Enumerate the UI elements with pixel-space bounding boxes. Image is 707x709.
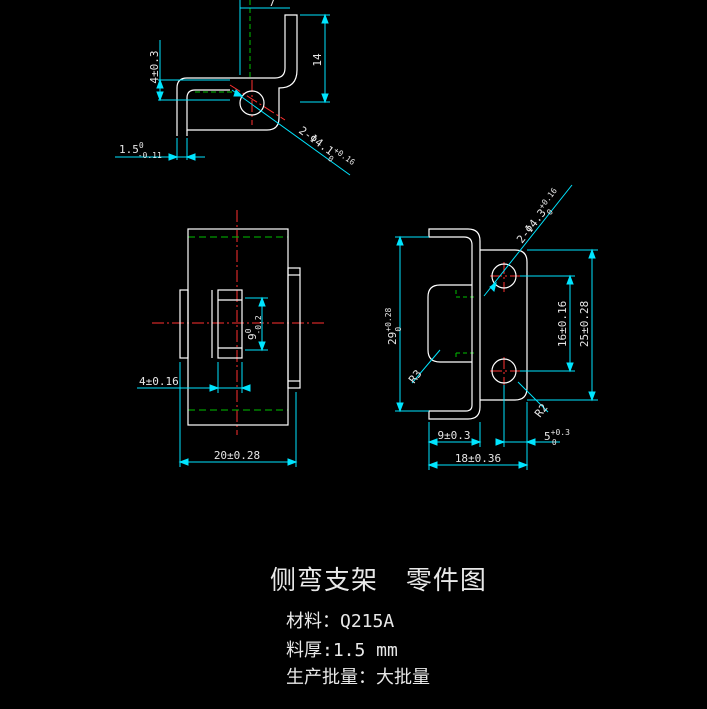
side-view-outline: [427, 228, 528, 420]
dim-top-w: 7: [269, 0, 276, 9]
side-view-hidden-lines: [455, 290, 474, 360]
dim-side-r3: R3: [406, 367, 424, 385]
thickness-line: 料厚:1.5 mm: [286, 640, 398, 661]
side-view-dimension-lines: [395, 184, 598, 470]
dim-top-r: 14: [311, 53, 324, 67]
front-view: 90-0.2 4±0.16 20±0.28: [137, 210, 325, 467]
top-view-hidden-lines: [195, 0, 251, 93]
dim-front-slot: 90-0.2: [244, 315, 263, 340]
top-view: 4±0.3 7 14 1.50-0.11 2-Φ4.1+0.160: [115, 0, 357, 176]
dim-side-16: 16±0.16: [556, 301, 569, 347]
front-view-hidden-lines: [188, 236, 288, 411]
top-view-center-lines: [229, 80, 286, 125]
front-view-dimension-lines: [137, 296, 298, 467]
top-view-dimension-lines: [115, 0, 351, 176]
dim-front-4: 4±0.16: [139, 375, 179, 388]
dim-side-r2: R2: [532, 401, 550, 419]
side-view: 2-Φ4.3+0.160 29+0.280 16±0.16 25±0.28 R3…: [384, 184, 598, 470]
dim-side-9: 9±0.3: [437, 429, 470, 442]
front-view-outline: [179, 228, 301, 426]
dim-top-t: 1.50-0.11: [119, 141, 162, 160]
part-name: 侧弯支架: [270, 566, 379, 596]
batch-line: 生产批量：大批量: [286, 667, 430, 688]
top-view-outline: [176, 14, 298, 136]
material-line: 材料：Q215A: [286, 611, 395, 632]
dim-front-20: 20±0.28: [214, 449, 260, 462]
side-view-center-lines: [490, 262, 520, 385]
dim-top-h: 4±0.3: [148, 50, 161, 83]
dim-side-hole: 2-Φ4.3+0.160: [513, 186, 567, 248]
drawing-title: 侧弯支架 零件图: [270, 560, 487, 597]
dim-side-25: 25±0.28: [578, 301, 591, 347]
drawing-kind: 零件图: [405, 566, 487, 596]
dim-top-hole: 2-Φ4.1+0.160: [294, 122, 357, 175]
front-view-center-lines: [152, 210, 325, 435]
dim-side-18: 18±0.36: [455, 452, 501, 465]
dim-side-29: 29+0.280: [384, 307, 403, 345]
